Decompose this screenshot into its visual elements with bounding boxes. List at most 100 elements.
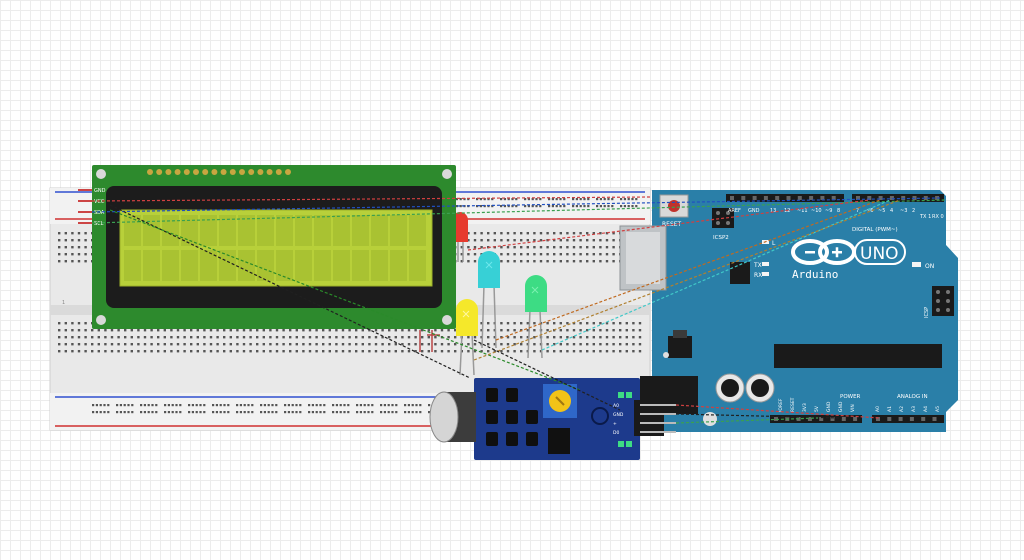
module-pad [526,410,538,424]
lcd-cell [371,250,388,281]
breadboard-hole [295,350,298,353]
breadboard-hole [513,343,516,346]
rail-hole [627,198,630,201]
rail-hole [623,205,626,208]
rail-hole [587,198,590,201]
rail-hole [212,404,215,407]
rail-hole [428,411,431,414]
lcd-cell [352,215,369,246]
breadboard-hole [84,239,87,242]
wire-led-cyan [495,199,881,341]
module-pin-plus-label: + [613,421,617,427]
rail-hole [299,404,302,407]
breadboard-hole [605,336,609,339]
rail-hole [371,404,374,407]
breadboard-hole [520,343,523,346]
lcd-module[interactable]: GND VCC SDA SCL [78,165,456,329]
breadboard-hole [553,232,556,235]
breadboard-hole [335,350,338,353]
breadboard-hole [203,343,206,346]
breadboard-hole [361,343,364,346]
breadboard-hole [209,343,213,346]
module-led [618,392,624,398]
breadboard-hole [236,336,239,339]
power-header[interactable] [770,415,862,423]
rail-hole [119,404,122,407]
breadboard-hole [190,336,193,339]
lcd-header-pin [257,169,264,175]
digital-header-high[interactable] [726,194,844,202]
breadboard-hole [605,239,609,242]
breadboard-hole [500,239,503,242]
analog-header[interactable] [872,415,944,423]
breadboard-hole [533,232,536,235]
led-yellow[interactable] [456,299,478,376]
breadboard-hole [328,350,331,353]
breadboard-hole [605,260,609,263]
breadboard-hole [104,343,107,346]
digital-header-low[interactable] [852,194,944,202]
header-pin [807,417,812,421]
sound-sensor-module[interactable]: A0 GND + D0 [429,378,676,460]
breadboard-hole [487,350,490,353]
breadboard-hole [599,232,602,235]
breadboard-hole [546,329,549,332]
wire-vcc [91,196,651,202]
breadboard-hole [84,246,87,249]
rail-hole [131,404,134,407]
header-pin [830,417,835,421]
breadboard-hole [447,329,450,332]
breadboard-hole [473,232,477,235]
breadboard-hole [513,232,516,235]
module-pad [526,432,538,446]
lcd-header-pin [165,169,172,175]
lcd-header-pin [202,169,209,175]
rail-hole [500,198,503,201]
breadboard-hole [157,350,160,353]
breadboard-hole [269,329,272,332]
pin-4-label: 4 [890,208,893,214]
lcd-cell [390,250,407,281]
rail-hole [295,411,298,414]
breadboard-hole [572,336,576,339]
rail-hole [359,404,362,407]
breadboard-hole [196,350,199,353]
breadboard-hole [58,336,61,339]
breadboard-hole [348,343,351,346]
breadboard-hole [77,246,81,249]
rail-hole [131,411,134,414]
breadboard-hole [520,232,523,235]
breadboard-hole [374,350,378,353]
reset-button-cap[interactable] [668,200,680,212]
arduino-uno[interactable]: RESET ICSP2 AREF GND 13 12 ~11 ~10 ~9 8 … [619,190,958,432]
rail-hole [323,411,326,414]
lcd-cell [409,215,426,246]
breadboard-hole [308,343,312,346]
breadboard-hole [381,336,384,339]
breadboard-hole [572,260,576,263]
aref-label: AREF [728,208,741,214]
breadboard-hole [632,343,635,346]
led-cyan[interactable] [478,251,500,349]
rail-hole [599,205,602,208]
rail-hole [527,198,530,201]
breadboard-hole [190,343,193,346]
breadboard-hole [612,336,615,339]
breadboard-hole [421,343,424,346]
breadboard-hole [124,336,127,339]
rail-hole [535,198,538,201]
breadboard-hole [163,343,166,346]
rail-hole [635,198,638,201]
breadboard-hole [493,336,496,339]
rail-hole [343,404,346,407]
rail-hole [596,198,599,201]
breadboard-hole [77,232,81,235]
led-green[interactable] [525,275,547,359]
breadboard-hole [520,350,523,353]
rail-hole [479,205,482,208]
rail-hole [524,205,527,208]
breadboard-hole [533,260,536,263]
breadboard-hole [91,329,94,332]
breadboard-hole [579,260,582,263]
lcd-header-pin [193,169,199,175]
